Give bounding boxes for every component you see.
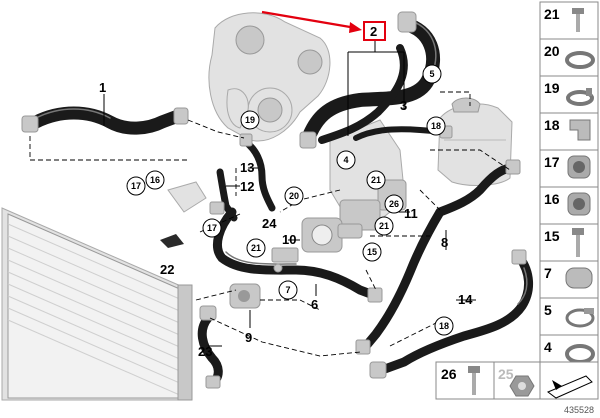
part-label-3: 3: [400, 98, 407, 113]
svg-text:17: 17: [131, 181, 141, 191]
part-label-12: 12: [240, 179, 254, 194]
bolt-icon-26: [468, 366, 480, 395]
dashed-lines: [29, 91, 511, 357]
part-label-24: 24: [262, 216, 277, 231]
side-parts-panel: 21 20 19 18 17 16 15 7 5 4: [539, 1, 599, 373]
expansion-tank: [437, 97, 513, 186]
part-label-6: 6: [311, 297, 318, 312]
svg-text:21: 21: [251, 243, 261, 253]
callout-21b: 21: [374, 216, 394, 236]
part-label-23: 23: [198, 344, 212, 359]
fitting-16: [167, 181, 207, 213]
svg-text:20: 20: [289, 191, 299, 201]
callout-17a: 17: [126, 176, 146, 196]
callout-19: 19: [240, 110, 260, 130]
bracket-24: [271, 247, 299, 273]
callout-18b: 18: [434, 316, 454, 336]
hose-connector-icon-16: [567, 192, 591, 216]
leader-lines: [103, 40, 476, 347]
highlight-arrow: [261, 10, 362, 33]
part-label-10: 10: [282, 232, 296, 247]
svg-text:7: 7: [285, 285, 290, 295]
side-part-number-21: 21: [544, 6, 560, 22]
callout-7: 7: [278, 280, 298, 300]
bolt-icon-15: [572, 228, 584, 257]
part-label-9: 9: [245, 330, 252, 345]
svg-text:26: 26: [389, 199, 399, 209]
side-part-number-15: 15: [544, 228, 560, 244]
side-part-number-7: 7: [544, 265, 552, 281]
hose-12: [209, 168, 238, 222]
svg-text:15: 15: [367, 247, 377, 257]
hose-13: [239, 133, 276, 212]
water-pump-10: [301, 217, 363, 253]
bottom-part-number-26: 26: [441, 366, 457, 382]
screw-icon: [572, 8, 584, 32]
svg-text:4: 4: [343, 155, 348, 165]
callout-21c: 21: [246, 238, 266, 258]
callout-20: 20: [284, 186, 304, 206]
radiator: [1, 207, 193, 401]
part-label-22: 22: [160, 262, 174, 277]
side-part-number-20: 20: [544, 43, 560, 59]
hose-6: [213, 207, 383, 303]
side-part-number-19: 19: [544, 80, 560, 96]
spring-clamp-icon: [565, 51, 595, 69]
side-part-number-4: 4: [544, 339, 552, 355]
callout-26: 26: [384, 194, 404, 214]
hose-1: [21, 106, 189, 135]
hose-14: [369, 249, 533, 379]
callout-17b: 17: [202, 218, 222, 238]
hose-23: [197, 305, 223, 389]
part-label-1: 1: [99, 80, 106, 95]
svg-text:21: 21: [379, 221, 389, 231]
part-label-11: 11: [404, 206, 418, 221]
callout-4: 4: [336, 150, 356, 170]
side-part-number-17: 17: [544, 154, 560, 170]
valve-9: [229, 283, 261, 309]
hose-8: [355, 159, 521, 355]
hose-connector-icon-17: [567, 155, 591, 179]
part-label-2: 2: [370, 24, 377, 39]
svg-text:16: 16: [150, 175, 160, 185]
side-part-number-18: 18: [544, 117, 560, 133]
hose-clamp-icon: [565, 267, 593, 289]
arrow-sheet-icon: [547, 375, 593, 399]
callout-18a: 18: [426, 116, 446, 136]
part-label-8: 8: [441, 235, 448, 250]
highlight-box: [363, 21, 386, 41]
worm-clamp-icon: [565, 308, 595, 328]
reference-number: 435528: [564, 405, 594, 415]
part-label-14: 14: [458, 292, 473, 307]
spring-clip-icon: [566, 88, 594, 106]
bracket-clip-icon: [569, 119, 591, 141]
side-part-number-5: 5: [544, 302, 552, 318]
svg-text:21: 21: [371, 175, 381, 185]
callout-21a: 21: [366, 170, 386, 190]
bottom-part-number-25: 25: [498, 366, 514, 382]
svg-text:17: 17: [207, 223, 217, 233]
svg-text:18: 18: [431, 121, 441, 131]
callout-15: 15: [362, 242, 382, 262]
svg-text:19: 19: [245, 115, 255, 125]
hose-2: [299, 11, 440, 149]
sensor-22: [160, 234, 184, 248]
side-part-number-16: 16: [544, 191, 560, 207]
engine-block: [208, 12, 331, 142]
callout-16: 16: [145, 170, 165, 190]
svg-text:18: 18: [439, 321, 449, 331]
svg-text:5: 5: [429, 69, 434, 79]
part-label-13: 13: [240, 160, 254, 175]
callout-5: 5: [422, 64, 442, 84]
nut-icon: [509, 375, 535, 397]
bottom-parts-row: 26 25: [435, 361, 599, 400]
